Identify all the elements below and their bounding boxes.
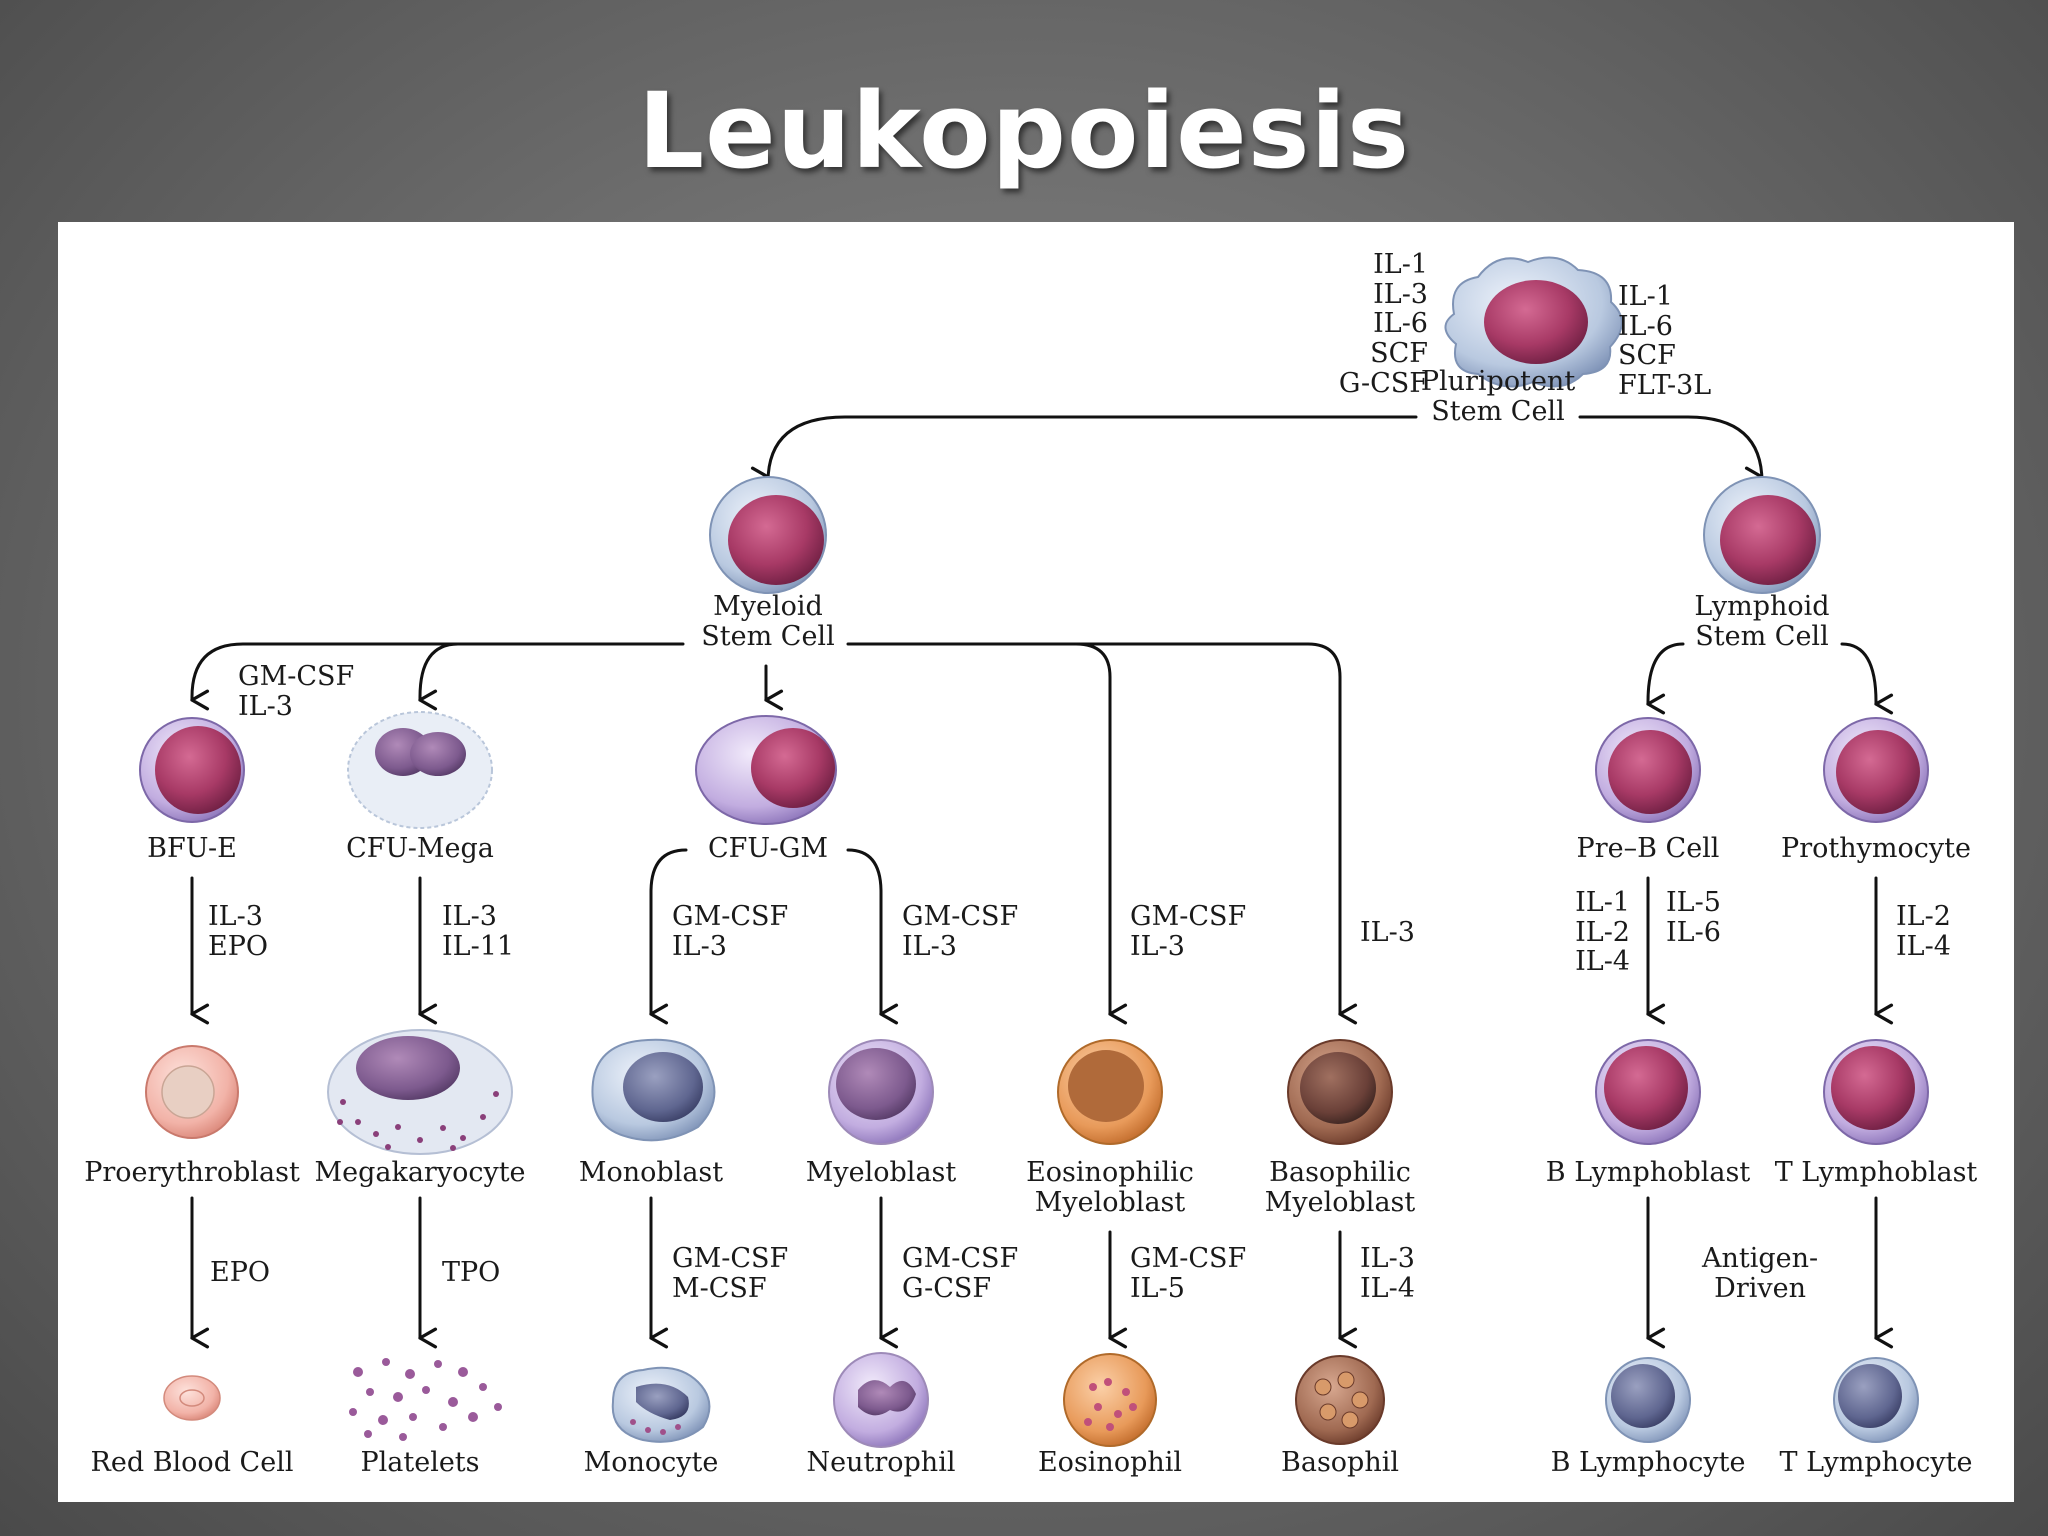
cytokines-stem-to-lymphoid: IL-1 IL-6 SCF FLT-3L — [1618, 281, 1712, 402]
cytokines-basophil-maturation: IL-3 IL-4 — [1360, 1243, 1415, 1304]
cytokines-to-eosinophilic-myeloblast: GM-CSF IL-3 — [1130, 901, 1247, 962]
pre-b-cell-illustration — [1595, 717, 1701, 823]
monoblast-illustration — [591, 1038, 716, 1142]
label-platelets: Platelets — [360, 1447, 480, 1478]
monocyte-illustration — [611, 1366, 711, 1443]
cytokines-to-basophilic-myeloblast: IL-3 — [1360, 917, 1415, 948]
arrow-lymphoid-to-preb — [1646, 642, 1685, 715]
basophilic-myeloblast-illustration — [1287, 1039, 1393, 1145]
basophil-illustration — [1295, 1355, 1385, 1445]
label-myeloid-stem-cell: Myeloid Stem Cell — [701, 591, 835, 652]
label-eosinophil: Eosinophil — [1037, 1447, 1183, 1478]
platelets-illustration — [349, 1358, 502, 1441]
prothymocyte-illustration — [1823, 717, 1929, 823]
arrow-cfugm-to-myelo — [846, 848, 899, 1025]
label-lymphoid-stem-cell: Lymphoid Stem Cell — [1694, 591, 1830, 652]
cytokines-cfugm-to-monoblast: GM-CSF IL-3 — [672, 901, 789, 962]
label-proerythroblast: Proerythroblast — [84, 1157, 300, 1188]
cytokines-bfue-to-proerythroblast: IL-3 EPO — [208, 901, 269, 962]
leukopoiesis-diagram — [139, 256, 1929, 1448]
label-monocyte: Monocyte — [583, 1447, 719, 1478]
arrow-myeloid-to-cfumega — [418, 642, 460, 711]
proerythroblast-illustration — [145, 1045, 239, 1139]
label-myeloblast: Myeloblast — [805, 1157, 957, 1188]
label-t-lymphocyte: T Lymphocyte — [1779, 1447, 1973, 1478]
arrow-stem-to-myeloid — [750, 415, 1418, 488]
label-b-lymphocyte: B Lymphocyte — [1550, 1447, 1746, 1478]
megakaryocyte-illustration — [327, 1029, 513, 1155]
label-basophil: Basophil — [1281, 1447, 1399, 1478]
label-b-lymphoblast: B Lymphoblast — [1545, 1157, 1751, 1188]
arrow-cfugm-to-mono — [649, 848, 688, 1025]
arrow-stem-to-lymphoid — [1578, 415, 1764, 488]
lymphoid-stem-cell-illustration — [1703, 476, 1821, 594]
arrow-myeloid-to-baso — [1074, 642, 1358, 1025]
cytokines-myeloblast-to-neutrophil: GM-CSF G-CSF — [902, 1243, 1019, 1304]
eosinophilic-myeloblast-illustration — [1057, 1039, 1163, 1145]
cytokines-cfugm-to-myeloblast: GM-CSF IL-3 — [902, 901, 1019, 962]
label-neutrophil: Neutrophil — [806, 1447, 956, 1478]
myeloid-stem-cell-illustration — [709, 476, 827, 594]
label-cfu-gm: CFU-GM — [707, 833, 829, 864]
cytokines-preb-right: IL-5 IL-6 — [1666, 887, 1721, 948]
label-bfu-e: BFU-E — [147, 833, 237, 864]
label-cfu-mega: CFU-Mega — [346, 833, 494, 864]
label-red-blood-cell: Red Blood Cell — [90, 1447, 294, 1478]
cytokines-myeloid-branch: GM-CSF IL-3 — [238, 661, 355, 722]
red-blood-cell-illustration — [163, 1375, 221, 1421]
cfu-mega-illustration — [347, 711, 493, 829]
label-monoblast: Monoblast — [578, 1157, 724, 1188]
eosinophil-illustration — [1063, 1353, 1157, 1447]
pluripotent-stem-cell-illustration — [1444, 256, 1623, 388]
cytokines-stem-to-myeloid: IL-1 IL-3 IL-6 SCF G-CSF — [1338, 249, 1428, 399]
antigen-driven-note: Antigen- Driven — [1702, 1243, 1819, 1304]
label-pluripotent-stem-cell: Pluripotent Stem Cell — [1420, 366, 1576, 427]
b-lymphoblast-illustration — [1595, 1039, 1701, 1145]
bfue-illustration — [139, 717, 245, 823]
diagram-panel: Pluripotent Stem Cell Myeloid Stem Cell … — [58, 222, 2014, 1502]
neutrophil-illustration — [833, 1352, 929, 1448]
b-lymphocyte-illustration — [1605, 1357, 1691, 1443]
cytokines-proerythroblast-to-rbc: EPO — [210, 1257, 271, 1288]
label-basophilic-myeloblast: Basophilic Myeloblast — [1264, 1157, 1416, 1218]
label-pre-b-cell: Pre–B Cell — [1576, 833, 1720, 864]
label-megakaryocyte: Megakaryocyte — [314, 1157, 526, 1188]
slide-title: Leukopoiesis — [637, 70, 1411, 192]
label-t-lymphoblast: T Lymphoblast — [1774, 1157, 1978, 1188]
t-lymphoblast-illustration — [1823, 1039, 1929, 1145]
cytokines-megakaryocyte-to-platelets: TPO — [442, 1257, 501, 1288]
cytokines-prothymocyte: IL-2 IL-4 — [1896, 901, 1951, 962]
cytokines-monoblast-to-monocyte: GM-CSF M-CSF — [672, 1243, 789, 1304]
myeloblast-illustration — [828, 1039, 934, 1145]
cytokines-preb-left: IL-1 IL-2 IL-4 — [1575, 887, 1630, 978]
cytokines-eosinophil-maturation: GM-CSF IL-5 — [1130, 1243, 1247, 1304]
connector-lines — [190, 415, 1894, 1349]
arrow-lymphoid-to-prothy — [1840, 642, 1894, 715]
arrow-myeloid-to-bfue — [190, 642, 685, 711]
label-eosinophilic-myeloblast: Eosinophilic Myeloblast — [1026, 1157, 1194, 1218]
label-prothymocyte: Prothymocyte — [1781, 833, 1971, 864]
cytokines-cfumega-to-megakaryocyte: IL-3 IL-11 — [442, 901, 515, 962]
t-lymphocyte-illustration — [1833, 1357, 1919, 1443]
cfu-gm-illustration — [695, 715, 837, 825]
